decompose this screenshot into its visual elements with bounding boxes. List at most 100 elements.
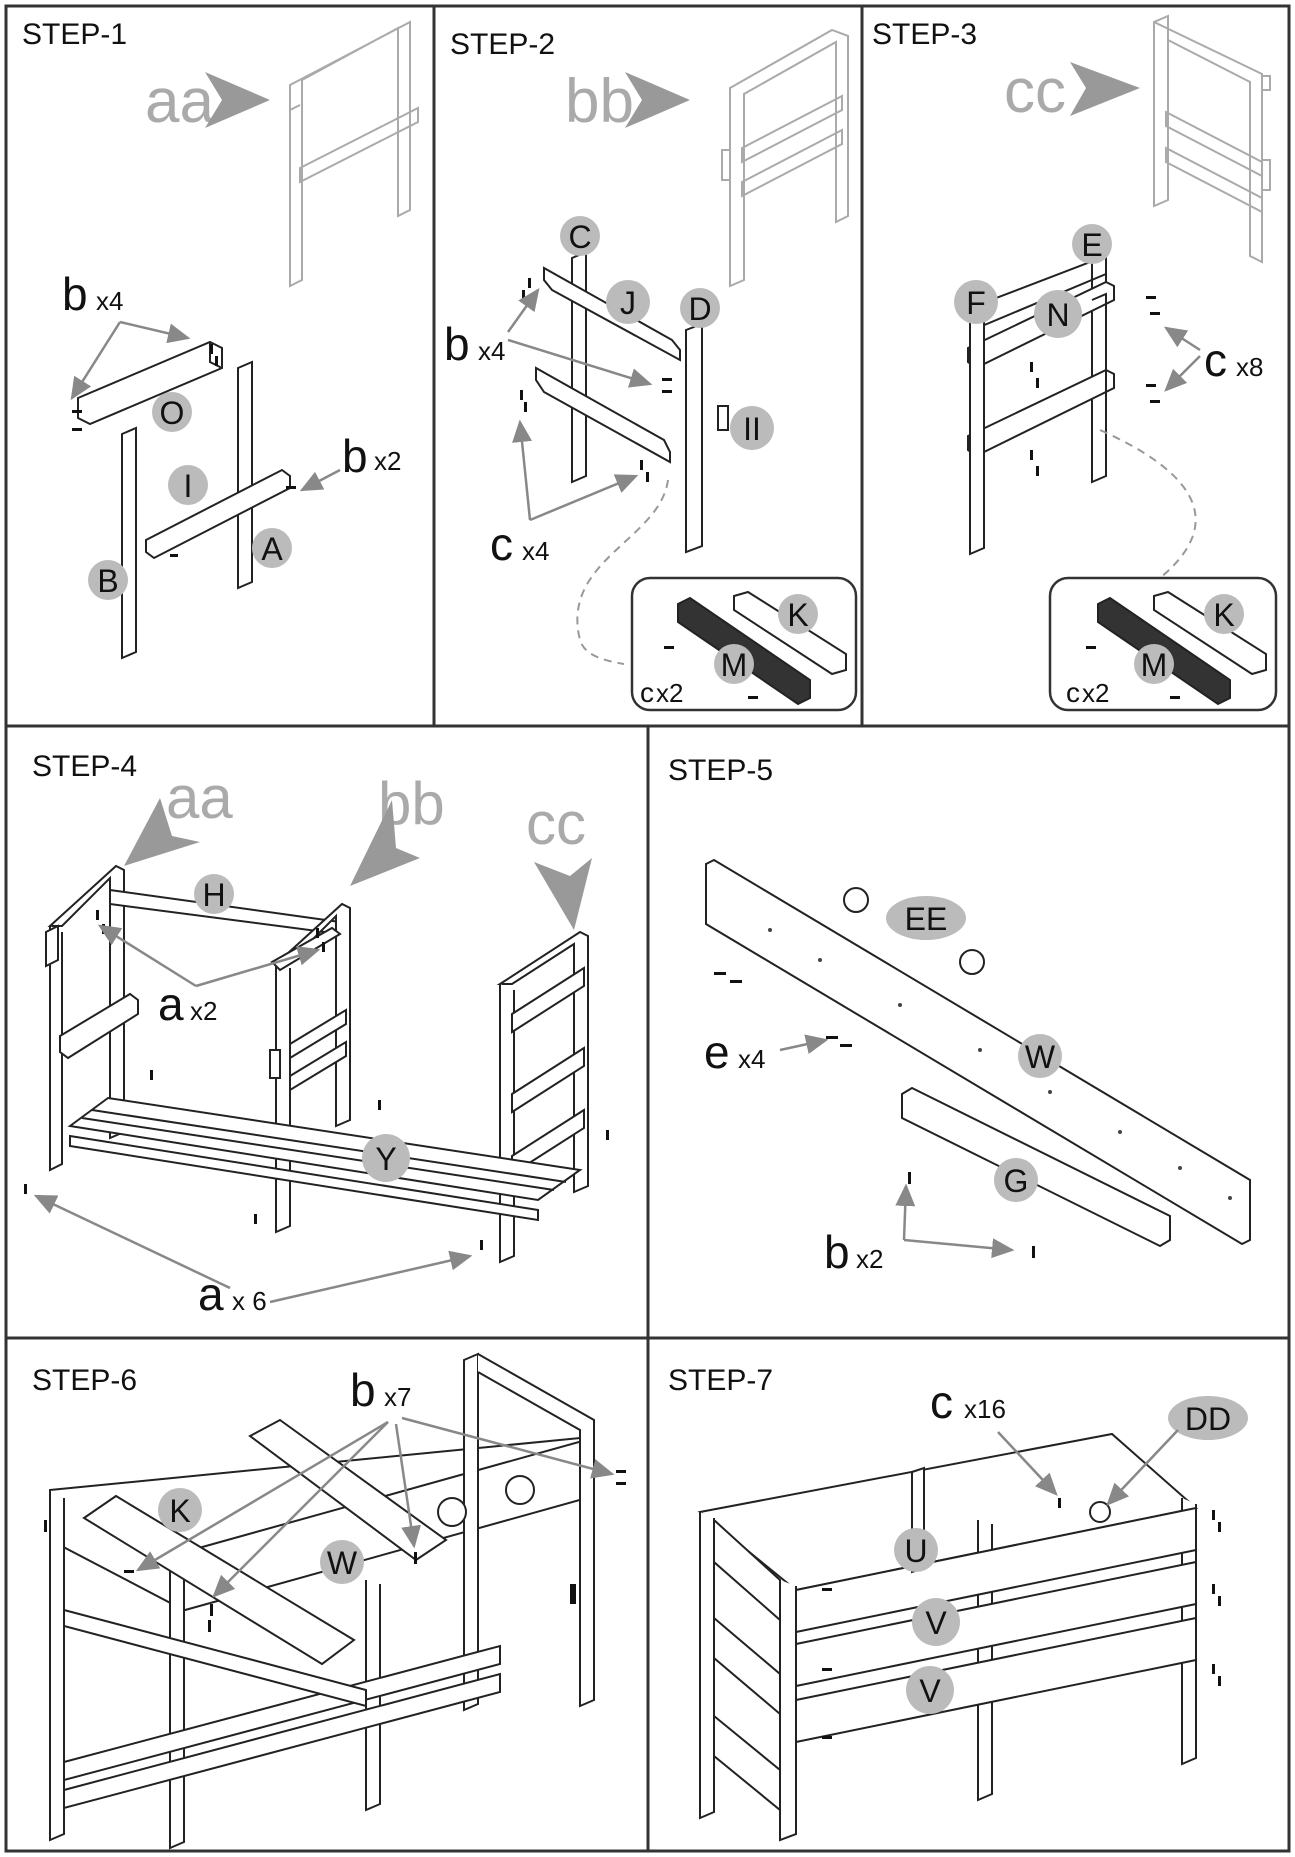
assembled-frame xyxy=(49,1352,595,1850)
ghost-frame xyxy=(289,20,419,288)
part-J-label: J xyxy=(620,285,636,321)
hardware-letter: c xyxy=(1066,677,1080,708)
ghost-frame xyxy=(1153,14,1271,264)
part-badge xyxy=(1168,1396,1248,1440)
part-badge xyxy=(88,560,128,600)
parts-drawing xyxy=(705,858,1251,1248)
screws xyxy=(822,1498,1221,1739)
part-U-label: U xyxy=(904,1533,927,1569)
hardware-count: x16 xyxy=(964,1394,1006,1424)
part-O-label: O xyxy=(160,395,185,431)
detail-callout-line xyxy=(1099,429,1197,579)
part-badge xyxy=(1018,1034,1062,1078)
hardware-count: x2 xyxy=(656,678,683,708)
step-3-title: STEP-3 xyxy=(872,18,977,51)
hardware-letter: c xyxy=(490,518,513,570)
hardware-count: x4 xyxy=(738,1044,765,1074)
leader-arrows xyxy=(506,287,653,522)
step-4-title: STEP-4 xyxy=(32,750,137,783)
step-7-diagram: DD U V V c x16 xyxy=(697,1376,1248,1842)
subassembly-bb-label: bb xyxy=(565,67,634,136)
step-2-diagram: bb C J D II b x4 c x4 xyxy=(444,28,858,712)
hardware-count: x4 xyxy=(478,336,505,366)
hardware-count: x2 xyxy=(374,446,401,476)
part-badge xyxy=(954,280,998,324)
hardware-count: x 6 xyxy=(232,1286,267,1316)
part-badge xyxy=(714,644,754,684)
hardware-letter: e xyxy=(704,1026,730,1078)
part-EE-label: EE xyxy=(905,901,948,937)
part-N-label: N xyxy=(1046,297,1069,333)
hardware-count: x4 xyxy=(522,536,549,566)
part-badge xyxy=(158,1488,202,1532)
hardware-count: x2 xyxy=(190,996,217,1026)
part-badge xyxy=(252,528,292,568)
part-badge xyxy=(1034,290,1082,338)
hardware-letter: c xyxy=(640,677,654,708)
part-badge xyxy=(680,288,720,328)
leader-arrows xyxy=(997,1429,1179,1506)
part-badge xyxy=(778,594,818,634)
arrow-shape xyxy=(625,72,690,128)
step-3-diagram: cc E F N c x8 xyxy=(954,14,1278,712)
subassembly-cc-label: cc xyxy=(526,790,586,857)
screws xyxy=(72,344,296,557)
panel-grid xyxy=(4,4,1291,1853)
arrow-shape xyxy=(534,858,592,930)
subassembly-aa-label: aa xyxy=(145,67,214,136)
part-I-label: I xyxy=(184,468,193,504)
hardware-letter: c xyxy=(930,1376,953,1428)
hardware-letter: b xyxy=(350,1364,376,1416)
part-badge xyxy=(362,1134,410,1182)
knob-shape xyxy=(1089,1501,1111,1523)
step-5-title: STEP-5 xyxy=(668,754,773,787)
arrow-shape xyxy=(205,72,270,128)
part-badge xyxy=(320,1540,364,1584)
part-K-label: K xyxy=(1213,597,1234,633)
step-7-title: STEP-7 xyxy=(668,1364,773,1397)
screws xyxy=(664,646,758,699)
leader-arrows xyxy=(779,1034,1015,1259)
hardware-letter: b xyxy=(444,318,470,370)
part-V-label: V xyxy=(925,1605,947,1641)
hardware-count: x7 xyxy=(384,1382,411,1412)
part-K-label: K xyxy=(169,1493,190,1529)
subassembly-cc-label: cc xyxy=(1004,57,1066,126)
arrow-shape xyxy=(124,798,200,866)
part-H-label: H xyxy=(202,877,225,913)
screws xyxy=(44,1470,626,1632)
step-titles: STEP-1 STEP-2 STEP-3 STEP-4 STEP-5 STEP-… xyxy=(22,18,977,1397)
part-badge xyxy=(1134,644,1174,684)
leader-arrows xyxy=(135,1416,615,1598)
screws xyxy=(714,972,1035,1258)
part-badge xyxy=(606,280,650,324)
hardware-letter: b xyxy=(824,1226,850,1278)
subassembly-aa-label: aa xyxy=(166,764,233,831)
screws xyxy=(1030,296,1160,476)
part-M-label: M xyxy=(1141,647,1168,683)
hardware-letter: b xyxy=(342,430,368,482)
part-W-label: W xyxy=(1025,1039,1056,1075)
part-B-label: B xyxy=(97,563,118,599)
leader-arrows xyxy=(33,924,473,1304)
ghost-frame xyxy=(721,28,849,288)
hardware-letter: a xyxy=(158,978,184,1030)
step-1-title: STEP-1 xyxy=(22,18,127,51)
part-A-label: A xyxy=(261,531,283,567)
hardware-count: x4 xyxy=(96,286,123,316)
part-badge xyxy=(560,216,600,256)
hardware-count: x2 xyxy=(1082,678,1109,708)
part-M-label: M xyxy=(721,647,748,683)
part-Y-label: Y xyxy=(375,1141,396,1177)
step-6-diagram: K W b x7 xyxy=(44,1352,626,1850)
step-5-diagram: EE W G e x4 b x2 xyxy=(704,858,1251,1278)
arrow-shape xyxy=(350,800,420,886)
part-badge xyxy=(730,406,774,450)
hardware-count: x2 xyxy=(856,1244,883,1274)
detail-callout-line xyxy=(576,479,669,665)
part-badge xyxy=(1072,224,1112,264)
part-D-label: D xyxy=(688,291,711,327)
part-V-label: V xyxy=(919,1673,941,1709)
part-II-label: II xyxy=(743,411,761,447)
